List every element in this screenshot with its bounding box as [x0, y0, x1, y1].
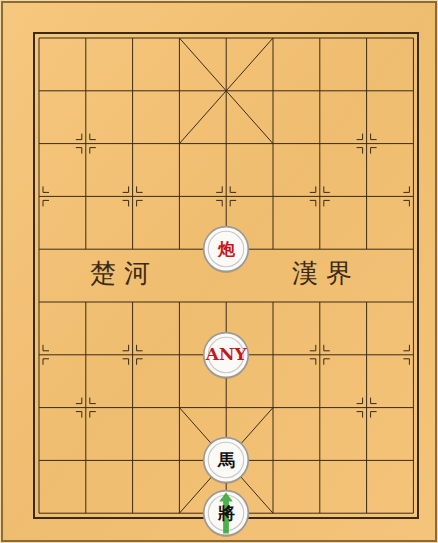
position-mark: [43, 186, 49, 192]
grid-line: [226, 38, 227, 249]
grid-line: [132, 302, 133, 513]
grid-line: [319, 38, 320, 249]
game-piece: 將: [202, 489, 250, 537]
position-mark: [76, 398, 82, 404]
position-mark: [357, 134, 363, 140]
position-mark: [216, 186, 222, 192]
position-mark: [310, 200, 316, 206]
board-frame: [34, 33, 418, 518]
position-mark: [137, 200, 143, 206]
position-mark: [357, 398, 363, 404]
position-mark: [357, 412, 363, 418]
piece-label: 馬: [202, 436, 250, 484]
grid-line: [132, 38, 133, 249]
river-label: 楚 河: [90, 256, 150, 291]
game-piece: ANY: [202, 331, 250, 379]
position-mark: [371, 134, 377, 140]
position-mark: [43, 345, 49, 351]
game-piece: 炮: [202, 225, 250, 273]
grid-line: [366, 302, 367, 513]
position-mark: [90, 148, 96, 154]
position-mark: [76, 134, 82, 140]
position-mark: [403, 345, 409, 351]
grid-line: [85, 38, 86, 249]
position-mark: [310, 345, 316, 351]
position-mark: [216, 200, 222, 206]
position-mark: [371, 412, 377, 418]
position-mark: [76, 148, 82, 154]
grid-line: [413, 38, 414, 513]
position-mark: [371, 148, 377, 154]
position-mark: [137, 359, 143, 365]
position-mark: [371, 398, 377, 404]
position-mark: [403, 200, 409, 206]
position-mark: [90, 398, 96, 404]
grid-line: [179, 38, 273, 144]
piece-label: 將: [202, 489, 250, 537]
grid-line: [319, 302, 320, 513]
position-mark: [324, 200, 330, 206]
position-mark: [123, 345, 129, 351]
grid-line: [179, 38, 273, 144]
board-grid: [39, 38, 413, 513]
position-mark: [123, 186, 129, 192]
position-mark: [324, 186, 330, 192]
position-mark: [43, 359, 49, 365]
position-mark: [137, 186, 143, 192]
position-mark: [230, 186, 236, 192]
river-label: 漢 界: [292, 256, 352, 291]
piece-label: 炮: [202, 225, 250, 273]
position-mark: [90, 134, 96, 140]
grid-line: [39, 38, 40, 513]
game-piece: 馬: [202, 436, 250, 484]
position-mark: [43, 200, 49, 206]
position-mark: [403, 186, 409, 192]
piece-label: ANY: [202, 331, 250, 379]
position-mark: [324, 359, 330, 365]
position-mark: [230, 200, 236, 206]
position-mark: [310, 359, 316, 365]
position-mark: [123, 200, 129, 206]
position-mark: [123, 359, 129, 365]
grid-line: [366, 38, 367, 249]
position-mark: [324, 345, 330, 351]
position-mark: [403, 359, 409, 365]
position-mark: [357, 148, 363, 154]
grid-line: [85, 302, 86, 513]
position-mark: [310, 186, 316, 192]
position-mark: [137, 345, 143, 351]
position-mark: [76, 412, 82, 418]
position-mark: [90, 412, 96, 418]
